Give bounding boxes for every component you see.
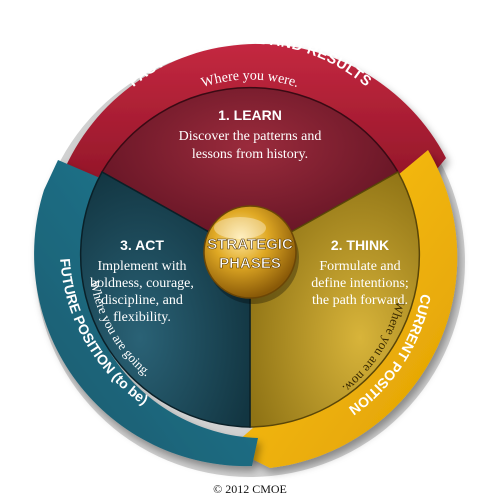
segment-think-line: Formulate and: [319, 259, 400, 274]
segment-learn-line: lessons from history.: [192, 147, 308, 162]
ring-arc-current: [230, 150, 458, 468]
segment-learn-text: 1. LEARN Discover the patterns and lesso…: [179, 107, 322, 162]
segment-think-text: 2. THINK Formulate and define intentions…: [311, 237, 409, 308]
segment-learn-line: Discover the patterns and: [179, 129, 322, 144]
segment-think-heading: 2. THINK: [331, 237, 389, 253]
segment-act-heading: 3. ACT: [120, 237, 164, 253]
segment-act-line: Implement with: [97, 259, 186, 274]
segment-think-line: the path forward.: [312, 293, 408, 308]
segment-act-line: flexibility.: [113, 310, 171, 325]
cycle-diagram-svg: PAST EXPERIENCE AND RESULTS Where you we…: [34, 43, 465, 477]
segment-think-line: define intentions;: [311, 276, 409, 291]
segment-act-line: boldness, courage,: [90, 276, 194, 291]
copyright-notice: © 2012 CMOE: [213, 482, 287, 496]
segment-act-line: discipline, and: [101, 293, 183, 308]
ring-top-subtitle: Where you were.: [200, 68, 301, 91]
center-sphere: [203, 205, 297, 299]
ring-arc-past: [62, 43, 446, 200]
ring-arc-future: [34, 160, 258, 467]
svg-text:Where you were.: Where you were.: [200, 68, 301, 91]
center-title-line2: PHASES: [219, 255, 281, 272]
segment-learn-heading: 1. LEARN: [218, 107, 282, 123]
segment-act-text: 3. ACT Implement with boldness, courage,…: [90, 237, 194, 325]
center-hub: STRATEGIC PHASES: [203, 205, 299, 304]
center-title-line1: STRATEGIC: [207, 236, 293, 253]
